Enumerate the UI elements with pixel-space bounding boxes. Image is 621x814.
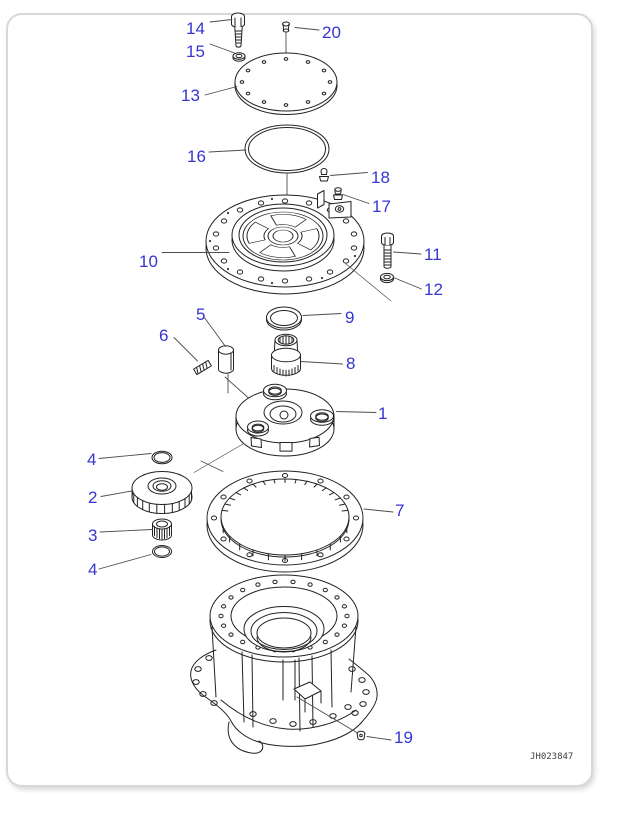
part-18-fitting xyxy=(319,168,329,182)
callout-13: 13 xyxy=(181,86,200,105)
callout-2: 2 xyxy=(88,488,98,507)
part-14-bolt xyxy=(231,12,245,48)
leader-lines xyxy=(98,19,422,741)
callout-6: 6 xyxy=(159,326,169,345)
part-11-bolt xyxy=(381,232,394,269)
part-10-housing-cover xyxy=(205,190,365,295)
callout-10: 10 xyxy=(139,252,158,271)
callout-1: 1 xyxy=(378,404,388,423)
part-17-fitting xyxy=(333,187,343,200)
part-5-pin xyxy=(218,345,254,403)
drawing-number: JH023847 xyxy=(530,752,574,762)
callout-4-upper: 4 xyxy=(87,450,97,469)
part-13-cover-plate xyxy=(234,52,338,115)
part-15-washer xyxy=(232,52,246,62)
callout-8: 8 xyxy=(346,354,356,373)
callout-9: 9 xyxy=(345,308,355,327)
callout-3: 3 xyxy=(88,526,98,545)
callout-5: 5 xyxy=(196,305,206,324)
callout-15: 15 xyxy=(186,42,205,61)
callout-20: 20 xyxy=(322,23,341,42)
ring-gear-holes xyxy=(210,473,360,563)
carrier-face-openings xyxy=(242,211,324,261)
callout-7: 7 xyxy=(395,501,405,520)
callout-11: 11 xyxy=(424,245,442,264)
callout-19: 19 xyxy=(394,728,413,747)
part-swing-housing xyxy=(190,574,378,754)
part-4-ring-upper xyxy=(151,450,173,465)
callout-12: 12 xyxy=(424,280,443,299)
callout-17: 17 xyxy=(372,197,391,216)
part-8-coupling xyxy=(271,333,301,377)
part-3-coupling xyxy=(152,518,172,541)
callout-4-lower: 4 xyxy=(88,560,98,579)
housing-base-holes xyxy=(192,655,370,727)
part-1-carrier xyxy=(235,383,335,457)
callout-18: 18 xyxy=(371,168,390,187)
part-7-ring-gear xyxy=(206,470,364,573)
part-2-gear xyxy=(131,471,193,514)
callout-16: 16 xyxy=(187,147,206,166)
tab-flag xyxy=(317,190,325,209)
part-9-ring xyxy=(266,306,302,331)
part-12-washer xyxy=(380,272,394,284)
part-4-ring-lower xyxy=(152,545,172,558)
cover-bolt-holes xyxy=(239,57,333,107)
part-19-plug xyxy=(356,730,366,741)
callout-14: 14 xyxy=(186,19,205,38)
part-6-spring-pin xyxy=(193,359,212,376)
